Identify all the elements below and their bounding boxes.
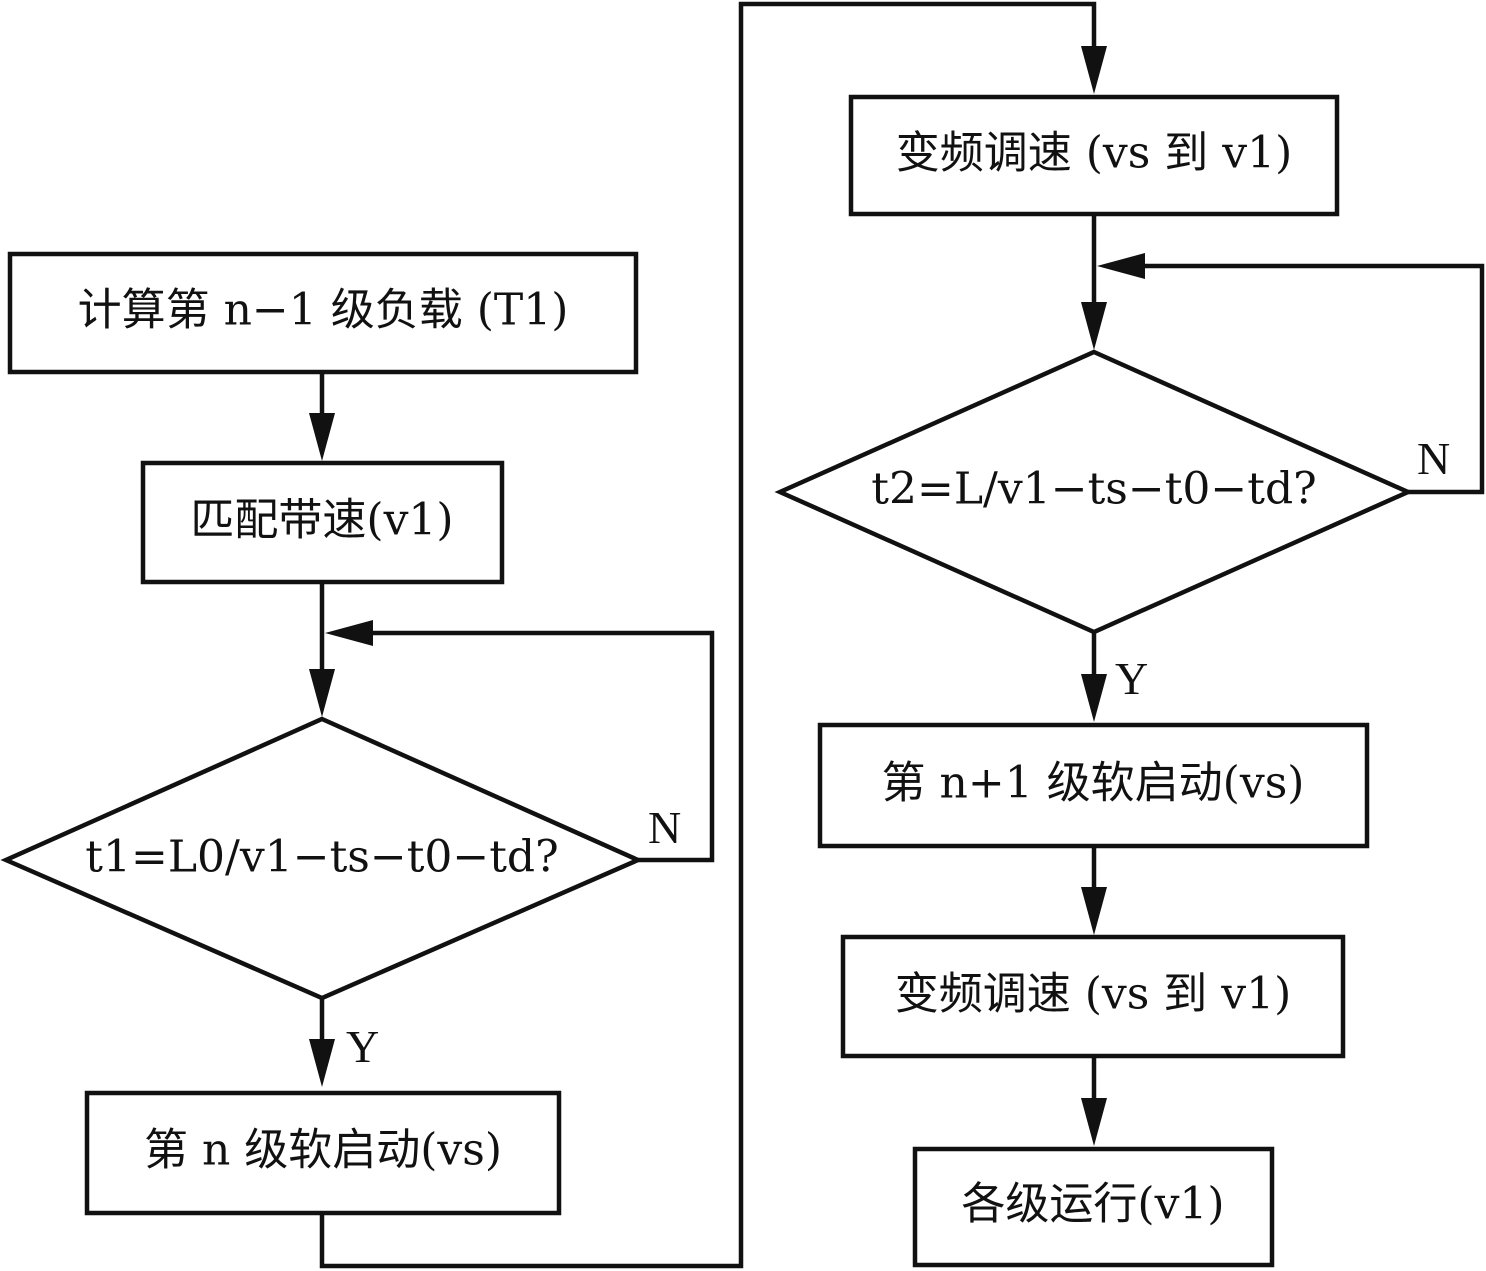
node-all-run-text: 各级运行(v1) [961,1179,1224,1230]
arrowhead-left [325,620,373,646]
edge-crossover [319,1,1097,1269]
decision-t1: t1=L0/v1−ts−t0−td? [0,716,644,1001]
decision-t2: t2=L/v1−ts−t0−td? [774,349,1414,635]
node-match-speed-text: 匹配带速(v1) [190,495,453,546]
node-vfd-adjust-2: 变频调速 (vs 到 v1) [840,934,1346,1059]
arrowhead-down [1081,1098,1107,1146]
arrowhead-down [1081,302,1107,350]
arrowhead-down [309,413,335,461]
edge-check2-no-loop [1142,263,1485,495]
arrowheads [309,46,1145,1146]
node-soft-start-n: 第 n 级软启动(vs) [84,1090,562,1216]
connectors [319,1,1485,1269]
branch-no-label: N [1417,433,1450,484]
node-vfd-adjust-1: 变频调速 (vs 到 v1) [848,94,1340,217]
node-soft-start-n1-text: 第 n+1 级软启动(vs) [882,758,1305,809]
node-all-run: 各级运行(v1) [912,1146,1275,1268]
node-vfd-adjust-2-text: 变频调速 (vs 到 v1) [895,969,1292,1020]
node-calc-load-text: 计算第 n−1 级负载 (T1) [78,285,569,336]
branch-yes-label: Y [1115,653,1148,704]
node-soft-start-n1: 第 n+1 级软启动(vs) [817,722,1370,849]
decision-t2-text: t2=L/v1−ts−t0−td? [871,464,1316,515]
decision-t1-text: t1=L0/v1−ts−t0−td? [85,832,558,883]
arrowhead-down [309,669,335,717]
node-soft-start-n-text: 第 n 级软启动(vs) [144,1125,502,1176]
arrowhead-down [309,1039,335,1087]
node-match-speed: 匹配带速(v1) [140,460,505,585]
branch-yes-label: Y [346,1021,379,1072]
arrowhead-down [1081,887,1107,935]
branch-no-label: N [648,802,681,853]
edge-check1-no-loop [370,630,715,863]
arrowhead-down [1081,674,1107,722]
node-calc-load: 计算第 n−1 级负载 (T1) [7,251,639,375]
arrowhead-left [1097,253,1145,279]
arrowhead-down [1081,46,1107,94]
node-vfd-adjust-1-text: 变频调速 (vs 到 v1) [896,128,1293,179]
